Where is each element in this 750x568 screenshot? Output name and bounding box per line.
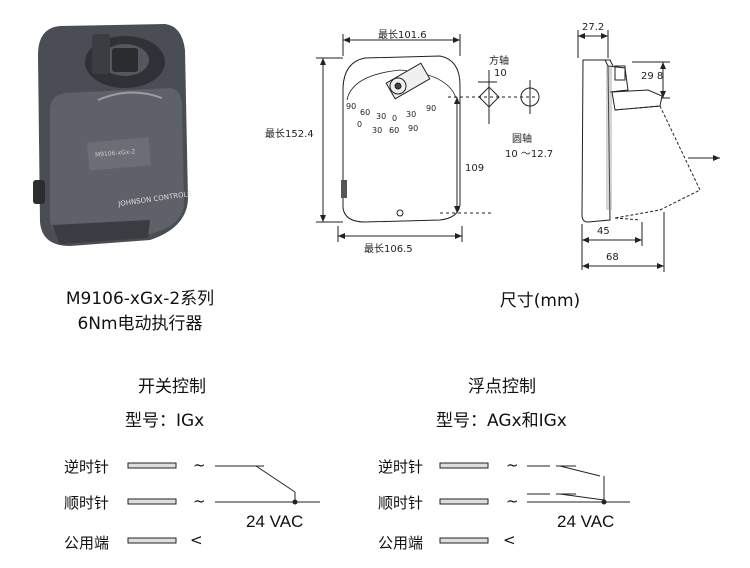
round-shaft-value: 10 ～12.7: [505, 149, 554, 160]
side-dim-right: 29 8: [641, 71, 664, 82]
square-shaft-value: 10: [494, 68, 507, 79]
model-title: M9106-xGx-2系列: [65, 289, 215, 309]
wiring-right-voltage: 24 VAC: [557, 512, 615, 531]
dim-top-width: 最长101.6: [378, 30, 427, 41]
side-dim-bottom1: 45: [597, 226, 610, 237]
square-shaft-label: 方轴: [489, 56, 509, 67]
scale-top-5: 90: [426, 104, 437, 113]
scale-top-0: 90: [346, 102, 357, 111]
scale-top-3: 0: [392, 114, 398, 123]
wiring-left-common-label: 公用端: [64, 534, 110, 552]
wiring-right-lt: <: [503, 531, 516, 549]
dim-mid-height: 109: [465, 163, 485, 174]
wiring-right-model: 型号：AGx和IGx: [436, 411, 567, 431]
scale-bottom-0: 0: [357, 120, 363, 129]
dim-height: 最长152.4: [265, 129, 314, 140]
wiring-right-title: 浮点控制: [468, 377, 536, 397]
side-dim-bottom2: 68: [606, 252, 619, 263]
wiring-right-ccw-label: 逆时针: [378, 458, 424, 476]
scale-bottom-1: 30: [372, 126, 383, 135]
round-shaft-label: 圆轴: [512, 134, 532, 145]
wiring-left-cw-label: 顺时针: [64, 494, 110, 512]
wiring-left-voltage: 24 VAC: [246, 512, 304, 531]
side-dim-top: 27.2: [582, 22, 605, 33]
wiring-left-lt: <: [190, 531, 203, 549]
wiring-right-tilde-1: ~: [506, 456, 519, 474]
wiring-left-tilde-2: ~: [193, 492, 206, 510]
wiring-left-model: 型号：IGx: [125, 411, 205, 431]
scale-top-1: 60: [360, 108, 371, 117]
wiring-right-cw-label: 顺时针: [378, 494, 424, 512]
scale-top-4: 30: [406, 110, 417, 119]
scale-bottom-3: 90: [408, 124, 419, 133]
dimensions-caption: 尺寸(mm): [499, 291, 581, 311]
wiring-right-common-label: 公用端: [378, 534, 424, 552]
dim-bottom-width: 最长106.5: [364, 244, 413, 255]
wiring-left-tilde-1: ~: [193, 456, 206, 474]
scale-top-2: 30: [376, 112, 387, 121]
scale-bottom-2: 60: [389, 126, 400, 135]
model-subtitle: 6Nm电动执行器: [77, 314, 203, 334]
wiring-left-ccw-label: 逆时针: [64, 458, 110, 476]
wiring-left-title: 开关控制: [138, 377, 206, 397]
wiring-right-tilde-2: ~: [506, 492, 519, 510]
